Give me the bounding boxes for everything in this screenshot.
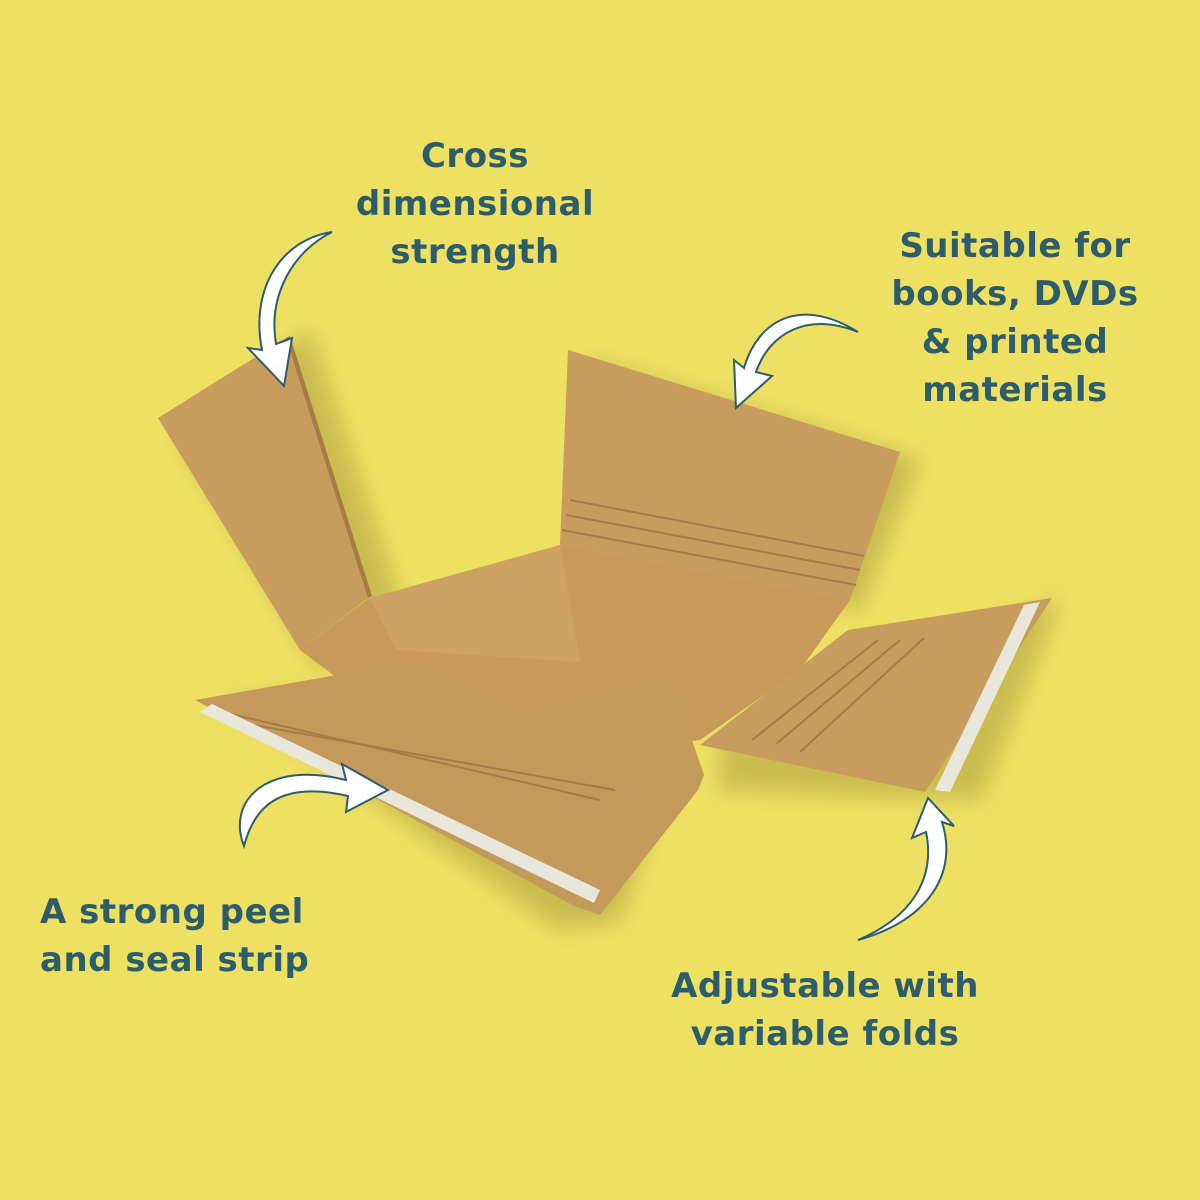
callout-peel-seal-strip: A strong peel and seal strip [40, 888, 380, 984]
curved-arrow-icon [238, 231, 955, 941]
callout-cross-dimensional-strength: Cross dimensional strength [330, 132, 620, 276]
callout-line: Adjustable with [671, 966, 979, 1006]
right-seal-strip [935, 602, 1040, 792]
left-flap [158, 338, 368, 650]
callout-line: Cross [420, 136, 530, 176]
callout-line: A strong peel [40, 892, 304, 932]
top-flap [560, 350, 900, 600]
front-flap [195, 660, 704, 915]
callout-line: Suitable for [899, 226, 1131, 266]
callout-line: variable folds [690, 1014, 960, 1054]
callout-line: and seal strip [40, 940, 310, 980]
fold-lines [561, 499, 865, 586]
callout-variable-folds: Adjustable with variable folds [630, 962, 1020, 1058]
callout-suitable-for: Suitable for books, DVDs & printed mater… [860, 222, 1170, 414]
callout-line: dimensional [355, 184, 595, 224]
callout-line: books, DVDs [891, 274, 1139, 314]
callout-line: materials [922, 370, 1108, 410]
callout-line: & printed [921, 322, 1109, 362]
front-seal-strip [200, 704, 600, 903]
right-flap [700, 598, 1052, 792]
callout-line: strength [390, 232, 560, 272]
